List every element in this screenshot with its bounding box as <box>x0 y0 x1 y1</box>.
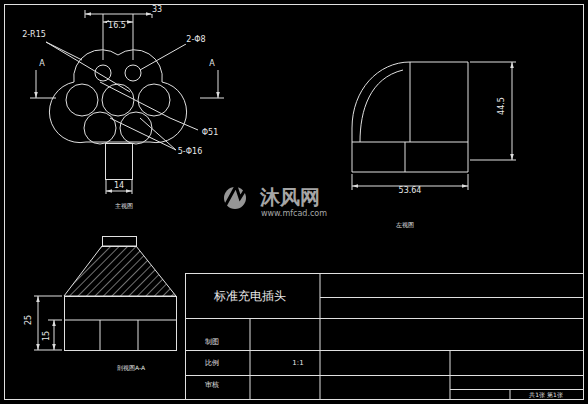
table-cell: 审核 <box>205 382 219 389</box>
dimension: 33 <box>151 6 163 14</box>
table-cell: 1:1 <box>292 360 303 367</box>
table-cell: 共1张 第1张 <box>529 392 563 398</box>
watermark: 沐风网 <box>260 187 320 207</box>
callout: 5-Φ16 <box>177 148 203 156</box>
section-mark: A <box>39 60 44 68</box>
dimension: 25 <box>25 314 33 326</box>
table-cell: 制图 <box>205 339 219 346</box>
dimension: 16.5 <box>107 22 127 30</box>
watermark: www.mfcad.com <box>261 210 327 218</box>
view-name: 主视图 <box>115 203 133 209</box>
section-mark: A <box>209 60 214 68</box>
dimension: 15 <box>43 330 51 342</box>
dimension: 44.5 <box>498 96 506 116</box>
dimension: 53.64 <box>398 187 423 195</box>
part-title: 标准充电插头 <box>214 290 286 302</box>
table-cell: 比例 <box>205 360 219 367</box>
callout: 2-Φ8 <box>185 36 206 44</box>
dimension: 14 <box>113 182 125 190</box>
callout: Φ51 <box>201 129 219 137</box>
view-name: 左视图 <box>396 222 414 228</box>
view-name: 剖视图A-A <box>117 365 145 371</box>
callout: 2-R15 <box>21 31 47 39</box>
watermark-logo <box>224 182 250 209</box>
